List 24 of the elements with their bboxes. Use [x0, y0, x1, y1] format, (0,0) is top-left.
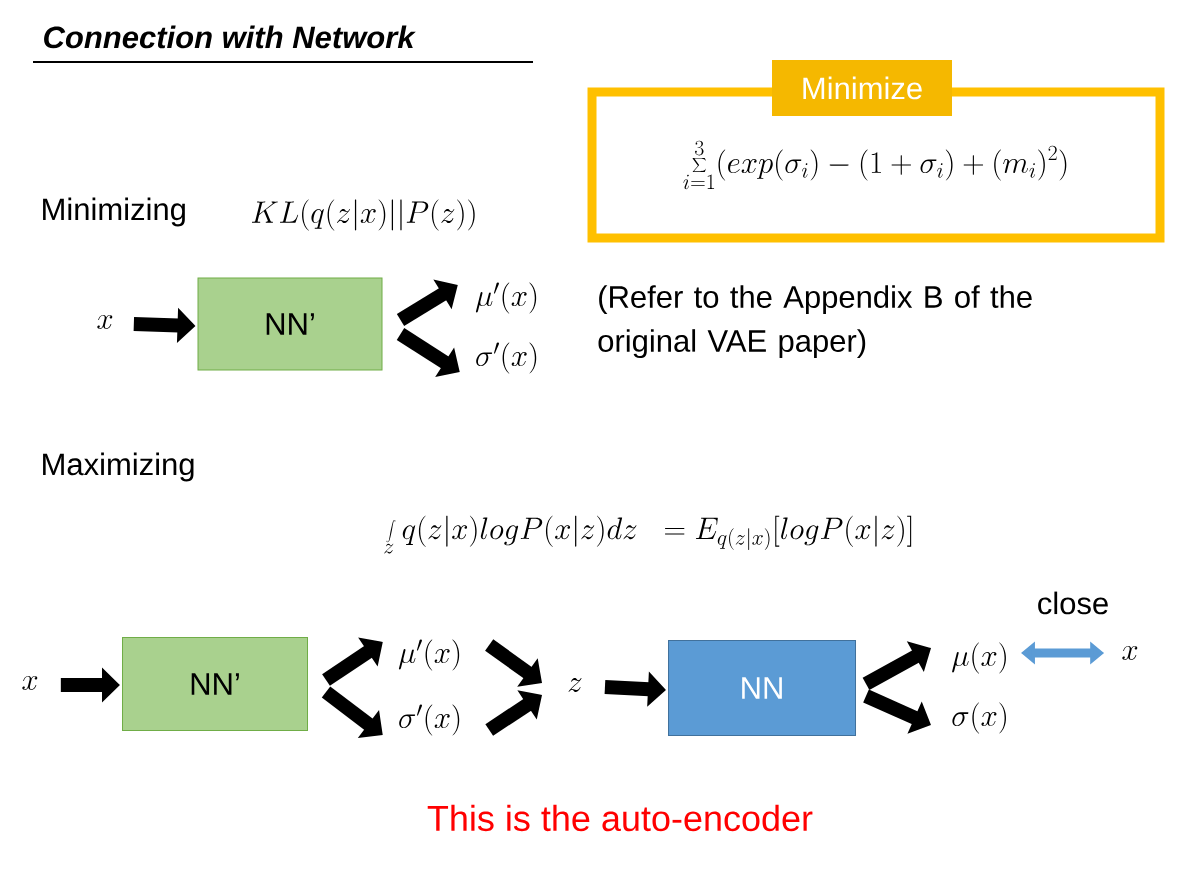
math-label: $x$	[97, 315, 113, 329]
math-label: $x$	[22, 676, 38, 690]
title-heading: Connection with Network	[32, 25, 534, 63]
block-arrow	[396, 279, 458, 326]
note-text: (Refer to the Appendix B of the original VAE paper)	[598, 285, 1032, 359]
caption-text: This is the auto-encoder	[427, 804, 813, 832]
math-label: $\sigma'(x)$	[476, 342, 537, 374]
formula: $\int\limits_z q(z|x)logP(x|z)dz\ \ = E_{q(z|x)}[logP(x|z)]$	[384, 515, 912, 554]
math-label: $\sigma(x)$	[952, 702, 1006, 734]
block-arrow	[322, 637, 383, 686]
formula: $KL\big(q(z|x)||P(z)\big)$	[251, 199, 475, 231]
math-label: $\sigma'(x)$	[399, 704, 460, 736]
network-box: NN	[668, 640, 856, 736]
edge-label: close	[1035, 590, 1111, 616]
heading-tab: Minimize	[772, 60, 952, 116]
math-label: $z$	[568, 678, 582, 692]
network-box: NN’	[122, 637, 308, 731]
math-label: $\mu'(x)$	[475, 282, 537, 314]
math-label: $\mu'(x)$	[398, 639, 460, 671]
network-box: NN’	[197, 277, 383, 371]
section-label: Minimizing	[43, 197, 185, 227]
math-label: $\mu(x)$	[952, 642, 1006, 674]
section-label: Maximizing	[43, 452, 194, 482]
math-label: $x$	[1122, 646, 1138, 660]
